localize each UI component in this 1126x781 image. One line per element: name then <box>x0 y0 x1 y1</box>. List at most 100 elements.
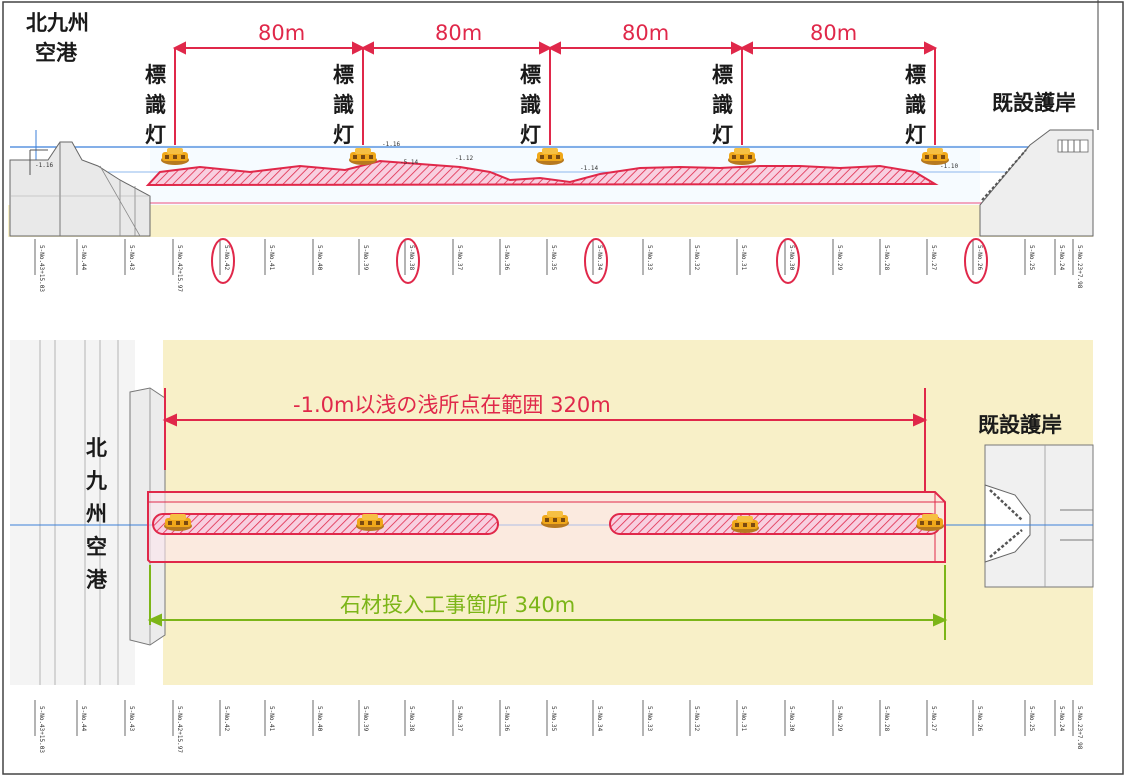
station-label: 5-No.42 <box>223 706 230 732</box>
airport-label-char: 州 <box>86 502 107 526</box>
existing-revetment-section <box>979 129 1094 237</box>
station-label: 5-No.28 <box>883 245 890 271</box>
light-label-char: 灯 <box>712 123 733 147</box>
existing-revetment-label-plan: 既設護岸 <box>978 413 1062 437</box>
light-label-char: 標 <box>712 63 733 87</box>
airport-revetment-section <box>9 141 151 237</box>
station-label: 5-No.25 <box>1028 245 1035 271</box>
light-label-char: 標 <box>145 63 166 87</box>
station-label: 5-No.29 <box>836 245 843 271</box>
airport-label-char: 北 <box>86 436 107 460</box>
elevation-mark: -1.16 <box>382 141 400 148</box>
station-highlight <box>211 238 235 284</box>
shallow-strip-west <box>152 513 499 535</box>
light-label-char: 識 <box>712 93 733 117</box>
station-label: 5-No.23+7.98 <box>1076 245 1083 289</box>
spacing-label: 80m <box>622 21 669 45</box>
station-label: 5-No.30 <box>788 245 795 271</box>
light-label-char: 灯 <box>520 123 541 147</box>
plan-view: -1.0m以浅の浅所点在範囲 320m 石材投入工事箇所 340m 北九州空港 … <box>10 340 1094 753</box>
station-label: 5-No.38 <box>408 706 415 732</box>
station-label: 5-No.41 <box>268 706 275 732</box>
light-label-char: 標 <box>520 63 541 87</box>
station-label: 5-No.35 <box>550 706 557 732</box>
station-label: 5-No.43+15.03 <box>38 245 45 292</box>
section-station-row: 5-No.43+15.03 5-No.44 5-No.43 5-No.42+15.97… <box>34 238 1083 292</box>
spacing-label: 80m <box>258 21 305 45</box>
station-label: 5-No.28 <box>883 706 890 732</box>
station-label: 5-No.36 <box>503 245 510 271</box>
station-label: 5-No.25 <box>1028 706 1035 732</box>
station-label: 5-No.37 <box>456 706 463 732</box>
station-label: 5-No.27 <box>930 706 937 732</box>
airport-label-line1: 北九州 <box>26 11 89 35</box>
station-label: 5-No.42+15.97 <box>176 706 183 753</box>
station-label: 5-No.34 <box>596 706 603 732</box>
station-label: 5-No.24 <box>1058 706 1065 732</box>
elevation-mark: -1.10 <box>940 163 958 170</box>
station-highlight <box>396 238 420 284</box>
station-label: 5-No.39 <box>362 245 369 271</box>
station-label: 5-No.34 <box>596 245 603 271</box>
station-label: 5-No.43 <box>128 245 135 271</box>
station-label: 5-No.44 <box>80 245 87 271</box>
station-label: 5-No.43+15.03 <box>38 706 45 753</box>
spacing-label: 80m <box>435 21 482 45</box>
station-label: 5-No.43 <box>128 706 135 732</box>
section-sand <box>8 205 1093 237</box>
station-label: 5-No.26 <box>976 245 983 271</box>
station-label: 5-No.42 <box>223 245 230 271</box>
section-view: -1.16 -1.16 -5.14 -1.12 -1.14 -1.10 80m … <box>8 11 1094 292</box>
station-label: 5-No.24 <box>1058 245 1065 271</box>
elevation-mark: -5.14 <box>400 159 418 166</box>
plan-station-row: 5-No.43+15.03 5-No.44 5-No.43 5-No.42+15.97… <box>34 700 1083 753</box>
existing-revetment-plan <box>984 444 1094 588</box>
shallow-range-label: -1.0m以浅の浅所点在範囲 320m <box>293 393 611 417</box>
light-label-char: 識 <box>145 93 166 117</box>
station-label: 5-No.40 <box>316 706 323 732</box>
station-label: 5-No.41 <box>268 245 275 271</box>
elevation-mark: -1.14 <box>580 165 598 172</box>
elevation-mark: -1.16 <box>35 162 53 169</box>
light-label-char: 標 <box>333 63 354 87</box>
airport-label-line2: 空港 <box>35 41 78 65</box>
station-label: 5-No.33 <box>646 245 653 271</box>
station-label: 5-No.32 <box>693 245 700 271</box>
station-label: 5-No.23+7.98 <box>1076 706 1083 750</box>
light-label-char: 識 <box>333 93 354 117</box>
station-label: 5-No.40 <box>316 245 323 271</box>
station-highlight <box>964 238 988 284</box>
airport-label-char: 港 <box>86 568 108 592</box>
station-label: 5-No.37 <box>456 245 463 271</box>
station-label: 5-No.31 <box>740 706 747 732</box>
spacing-dimension <box>172 41 938 55</box>
station-highlight <box>584 238 608 284</box>
shoal-profile <box>145 159 939 187</box>
light-label-char: 灯 <box>333 123 354 147</box>
work-range-dimension <box>147 565 948 640</box>
station-highlight <box>776 238 800 284</box>
light-label-char: 識 <box>905 93 926 117</box>
station-label: 5-No.26 <box>976 706 983 732</box>
station-label: 5-No.38 <box>408 245 415 271</box>
station-label: 5-No.27 <box>930 245 937 271</box>
station-label: 5-No.29 <box>836 706 843 732</box>
light-label-char: 灯 <box>905 123 926 147</box>
station-label: 5-No.39 <box>362 706 369 732</box>
airport-label-char: 空 <box>86 535 107 559</box>
station-label: 5-No.30 <box>788 706 795 732</box>
station-label: 5-No.42+15.97 <box>176 245 183 292</box>
light-label-char: 標 <box>905 63 926 87</box>
light-label-char: 灯 <box>145 123 166 147</box>
station-label: 5-No.36 <box>503 706 510 732</box>
station-label: 5-No.32 <box>693 706 700 732</box>
existing-revetment-label: 既設護岸 <box>992 91 1076 115</box>
work-range-label: 石材投入工事箇所 340m <box>340 593 575 617</box>
station-label: 5-No.35 <box>550 245 557 271</box>
station-label: 5-No.44 <box>80 706 87 732</box>
shallow-range-dimension <box>162 388 928 492</box>
